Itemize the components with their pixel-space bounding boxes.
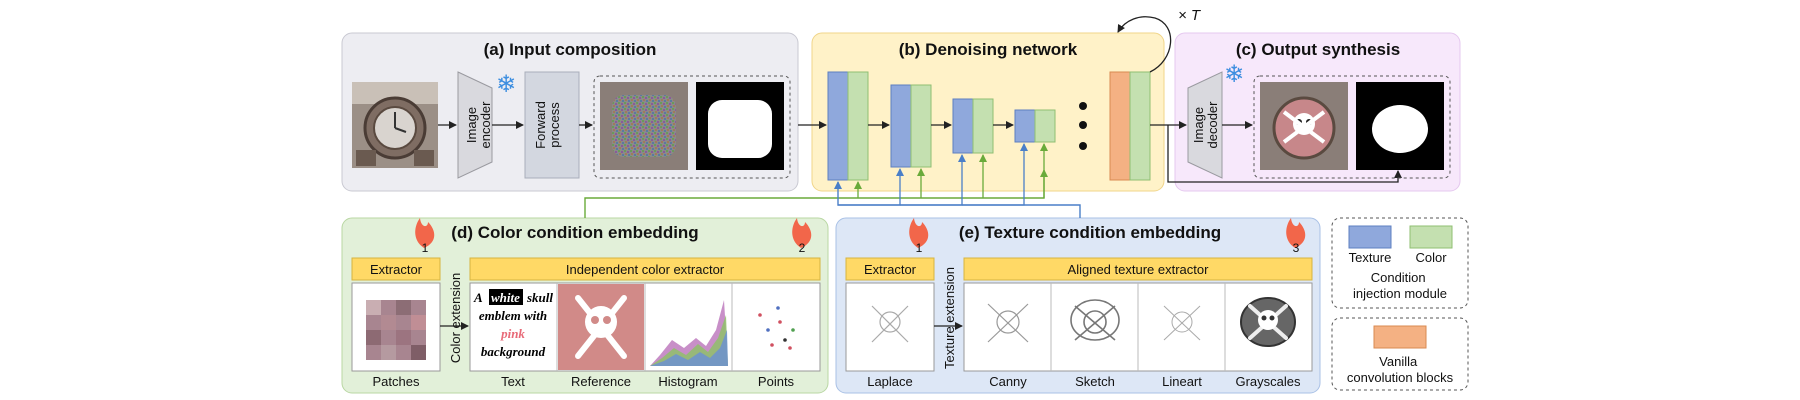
title-output: (c) Output synthesis — [1236, 40, 1400, 59]
connector-fanout — [838, 143, 1048, 206]
output-image — [1260, 82, 1348, 170]
output-group — [1253, 75, 1451, 179]
title-input: (a) Input composition — [484, 40, 657, 59]
legend-swatch-vanilla — [1373, 325, 1427, 349]
unet-block-4 — [1014, 109, 1056, 143]
title-denoise: (b) Denoising network — [899, 40, 1078, 59]
text-sample-line-3: pink — [500, 326, 525, 341]
image-encoder-label: Imageencoder — [464, 101, 493, 149]
noisy-latent — [600, 82, 688, 170]
input-photo — [352, 82, 438, 168]
texture-item-grayscales: Grayscales — [1235, 374, 1301, 389]
image-encoder-label-line-2: encoder — [478, 101, 493, 149]
independent-extractor-header — [469, 257, 821, 281]
fire-icon-color-2 — [792, 218, 812, 248]
color-item-reference: Reference — [571, 374, 631, 389]
forward-process-label-1-line-1: Forward — [533, 101, 548, 149]
legend-injection-text: Condition — [1371, 270, 1426, 285]
fire-icon-color-1 — [415, 218, 435, 248]
color-extractor-label: Extractor — [370, 262, 423, 277]
text-sample-word-1: A — [473, 290, 483, 305]
legend-swatch-texture — [1348, 225, 1392, 249]
forward-process-block — [524, 71, 580, 179]
image-decoder-block — [1187, 71, 1223, 179]
reference-skull — [558, 284, 644, 370]
image-decoder-label-line-2: decoder — [1205, 101, 1220, 149]
text-sample-word-3: skull — [526, 290, 553, 305]
color-item-text: Text — [501, 374, 525, 389]
image-decoder-label: Imagedecoder — [1191, 101, 1220, 149]
legend-vanilla-label: Vanilla convolution blocks — [1347, 354, 1454, 385]
title-color: (d) Color condition embedding — [451, 223, 698, 242]
legend-swatch-color — [1409, 225, 1453, 249]
texture-extractor-label: Extractor — [864, 262, 917, 277]
unet-block-3 — [952, 98, 994, 154]
patches-label: Patches — [373, 374, 420, 389]
laplace-skull — [871, 305, 909, 343]
patches-mosaic — [366, 300, 426, 360]
aligned-extractor-label: Aligned texture extractor — [1068, 262, 1210, 277]
lineart-skull — [1163, 305, 1201, 341]
text-sample-line-4: background — [481, 344, 546, 359]
color-item-points: Points — [758, 374, 795, 389]
texture-extension-label: Texture extension — [942, 267, 957, 369]
output-mask — [1356, 82, 1444, 170]
loop-label: × T — [1178, 7, 1202, 24]
texture-item-canny: Canny — [989, 374, 1027, 389]
color-points — [758, 306, 795, 350]
text-sample-word-2: white — [491, 290, 520, 305]
laplace-box — [845, 282, 935, 372]
sketch-skull — [1070, 299, 1120, 341]
unet-block-2 — [890, 84, 932, 168]
texture-item-sketch: Sketch — [1075, 374, 1115, 389]
texture-badge-3: 3 — [1293, 241, 1300, 255]
forward-process-label-1: Forwardprocess — [533, 101, 562, 149]
legend-injection-text-line-2: injection module — [1353, 286, 1447, 301]
color-badge-1: 1 — [422, 241, 429, 255]
histogram — [650, 300, 728, 366]
latents-group — [593, 75, 791, 179]
aligned-extractor-header — [963, 257, 1313, 281]
legend-texture-label: Texture — [1349, 250, 1392, 265]
color-extractor-header — [351, 257, 441, 281]
texture-extractor-header — [845, 257, 935, 281]
image-encoder-block — [457, 71, 493, 179]
image-encoder-label-line-1: Image — [464, 107, 479, 143]
canny-skull — [987, 303, 1029, 343]
legend-box-vanilla — [1331, 317, 1469, 391]
texture-item-lineart: Lineart — [1162, 374, 1202, 389]
title-texture: (e) Texture condition embedding — [959, 223, 1221, 242]
unet-block-final — [1109, 71, 1151, 181]
frozen-icon-encoder: ❄ — [496, 70, 516, 98]
texture-badge-1: 1 — [916, 241, 923, 255]
legend-color-label: Color — [1415, 250, 1447, 265]
mask-latent — [696, 82, 784, 170]
laplace-label: Laplace — [867, 374, 913, 389]
legend-vanilla-text: Vanilla — [1379, 354, 1418, 369]
color-item-histogram: Histogram — [658, 374, 717, 389]
text-sample-line-2: emblem with — [479, 308, 547, 323]
image-decoder-label-line-1: Image — [1191, 107, 1206, 143]
arrow-skip-mask — [1167, 125, 1402, 183]
text-sample: A white skull emblem with pink backgroun… — [473, 289, 553, 359]
forward-process-label-1-line-2: process — [547, 102, 562, 148]
ellipsis-dots — [1079, 102, 1087, 150]
fire-icon-texture-3 — [1286, 218, 1306, 248]
unet-block-1 — [827, 71, 869, 181]
loop-arrow — [1117, 16, 1172, 73]
color-extension-label: Color extension — [448, 273, 463, 363]
grayscale-skull — [1240, 297, 1296, 347]
independent-extractor-label: Independent color extractor — [566, 262, 725, 277]
legend-vanilla-text-line-2: convolution blocks — [1347, 370, 1454, 385]
legend-injection-label: Condition injection module — [1353, 270, 1447, 301]
color-badge-2: 2 — [799, 241, 806, 255]
fire-icon-texture-1 — [909, 218, 929, 248]
frozen-icon-decoder: ❄ — [1224, 60, 1244, 88]
